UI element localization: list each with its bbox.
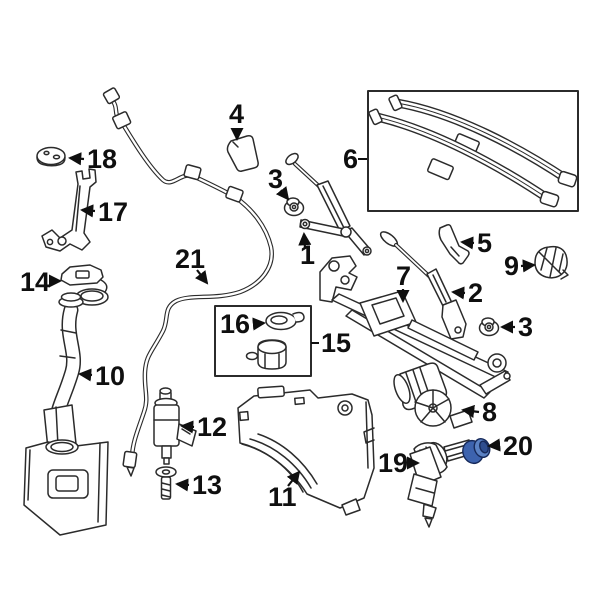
- callout-15[interactable]: 15: [311, 328, 351, 358]
- callout-15-number[interactable]: 15: [321, 328, 351, 358]
- part-14-filler-cap-drawing: [60, 264, 109, 306]
- callout-21[interactable]: 21: [175, 244, 209, 285]
- callout-3-left-number[interactable]: 3: [268, 164, 283, 194]
- callout-16[interactable]: 16: [220, 309, 266, 339]
- callout-3-right-number[interactable]: 3: [518, 312, 533, 342]
- callout-1-number[interactable]: 1: [300, 240, 315, 270]
- callout-9[interactable]: 9: [504, 251, 536, 281]
- part-5-arm-cover-drawing: [438, 224, 470, 265]
- callout-14[interactable]: 14: [20, 267, 62, 297]
- callout-5-number[interactable]: 5: [477, 228, 492, 258]
- part-18-cap-drawing: [36, 146, 66, 167]
- callout-10[interactable]: 10: [78, 361, 125, 391]
- callout-21-number[interactable]: 21: [175, 244, 205, 274]
- callout-18[interactable]: 18: [68, 144, 117, 174]
- callout-6[interactable]: 6: [343, 144, 367, 174]
- callout-19-number[interactable]: 19: [378, 448, 408, 478]
- part-21-washer-hose-drawing: [102, 87, 274, 477]
- callout-13-number[interactable]: 13: [192, 470, 222, 500]
- callout-13[interactable]: 13: [175, 470, 222, 500]
- callout-6-number[interactable]: 6: [343, 144, 358, 174]
- callout-8-number[interactable]: 8: [482, 397, 497, 427]
- part-8-wiper-motor-drawing: [393, 362, 473, 429]
- callout-8[interactable]: 8: [461, 397, 497, 427]
- part-4-nozzle-cover-drawing: [226, 135, 259, 172]
- part-17-bracket-drawing: [41, 168, 97, 252]
- callout-12[interactable]: 12: [180, 412, 227, 442]
- callout-17[interactable]: 17: [80, 197, 128, 227]
- part-9-pivot-cap-drawing: [534, 245, 569, 280]
- part-11-reservoir-cover-drawing: [237, 385, 375, 516]
- part-7-wiper-linkage-drawing: [319, 255, 511, 399]
- callout-3-right[interactable]: 3: [500, 312, 533, 342]
- callout-16-number[interactable]: 16: [220, 309, 250, 339]
- callout-4-number[interactable]: 4: [229, 99, 244, 129]
- callout-2-number[interactable]: 2: [468, 278, 483, 308]
- callout-20-number[interactable]: 20: [503, 431, 533, 461]
- callout-12-number[interactable]: 12: [197, 412, 227, 442]
- callout-11[interactable]: 11: [268, 470, 301, 512]
- callout-19[interactable]: 19: [378, 448, 420, 478]
- callout-4[interactable]: 4: [229, 99, 244, 141]
- callout-17-number[interactable]: 17: [98, 197, 128, 227]
- part-10-filler-neck-drawing: [23, 292, 109, 536]
- part-6-wiper-blades-box-drawing: [367, 90, 579, 212]
- part-3-grommet-left-drawing: [283, 197, 305, 217]
- part-13-screw-drawing: [155, 466, 177, 500]
- callout-11-number[interactable]: 11: [268, 482, 297, 512]
- callout-3-left[interactable]: 3: [268, 164, 290, 201]
- callout-1[interactable]: 1: [298, 232, 315, 270]
- callout-14-number[interactable]: 14: [20, 267, 50, 297]
- part-3-grommet-right-drawing: [478, 317, 500, 337]
- callout-9-number[interactable]: 9: [504, 251, 519, 281]
- callout-18-number[interactable]: 18: [87, 144, 117, 174]
- part-1-wiper-arm-drawing: [285, 152, 372, 256]
- part-2-wiper-arm-drawing: [379, 231, 467, 340]
- callout-7[interactable]: 7: [396, 261, 411, 303]
- callout-10-number[interactable]: 10: [95, 361, 125, 391]
- callout-5[interactable]: 5: [460, 228, 492, 258]
- callout-2[interactable]: 2: [451, 278, 483, 308]
- callout-20[interactable]: 20: [487, 431, 533, 461]
- part-20-seal-grommet-highlighted-drawing[interactable]: [460, 437, 493, 467]
- callout-7-number[interactable]: 7: [396, 261, 411, 291]
